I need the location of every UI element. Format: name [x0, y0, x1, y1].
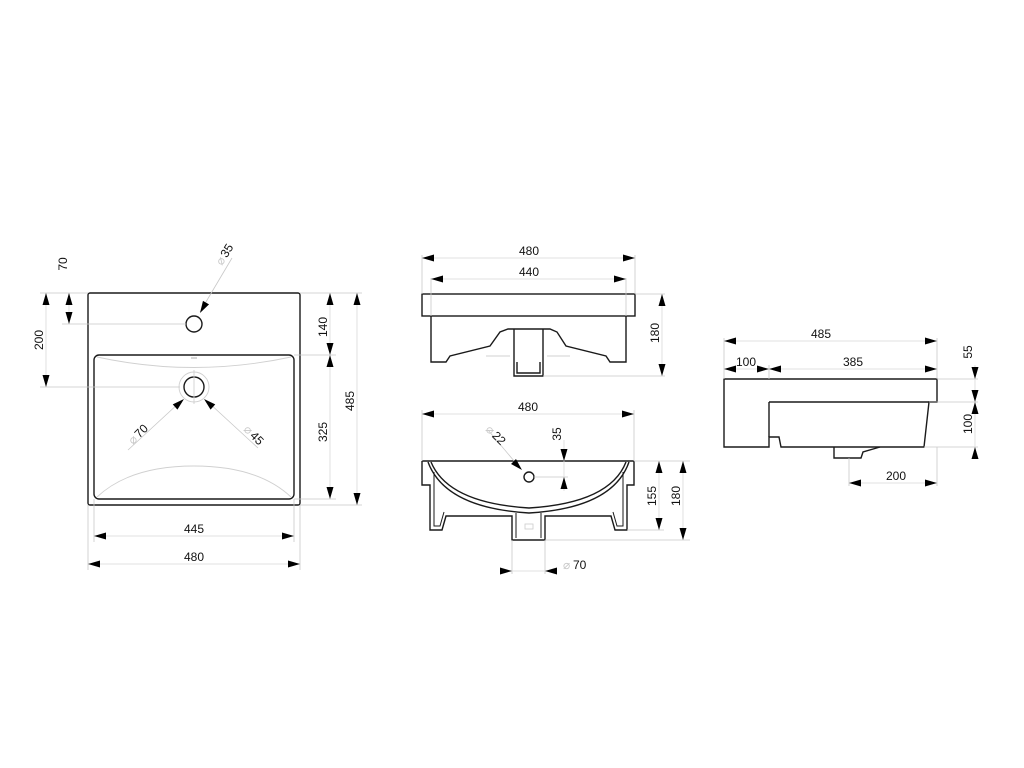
top-view: 70 200 140 325 485 445 480	[32, 241, 362, 570]
dim-front-bowl-height: 155	[645, 486, 659, 506]
drain-side	[833, 446, 881, 459]
dim-side-body-height: 100	[961, 414, 975, 434]
dim-overflow-from-top: 35	[550, 427, 564, 441]
diameter-symbol: ⌀	[563, 558, 570, 572]
side-view: 485 100 385 55 100 200	[723, 327, 979, 487]
drain-trap-rear	[516, 362, 541, 374]
body-rear	[430, 316, 627, 363]
dim-rear-to-drain: 200	[32, 330, 46, 350]
bowl-curve-outer	[427, 461, 630, 514]
dim-side-rim-height: 55	[961, 345, 975, 359]
dim-rear-to-tap-hole: 70	[56, 257, 70, 271]
dim-bowl-width: 445	[184, 522, 204, 536]
bowl-front-curve	[96, 465, 292, 498]
dim-overall-width: 480	[184, 550, 204, 564]
dim-bowl-depth: 325	[316, 422, 330, 442]
dim-rear-overall-width: 480	[519, 244, 539, 258]
bowl-curve-inner	[430, 461, 627, 509]
diameter-front-drain: 70	[573, 558, 587, 572]
body-side	[723, 378, 938, 448]
dim-side-overall-depth: 485	[811, 327, 831, 341]
dim-rear-height: 180	[648, 323, 662, 343]
rear-view: 480 440 180	[421, 244, 666, 377]
tap-hole	[185, 315, 203, 333]
dim-rear-inner-width: 440	[519, 265, 539, 279]
front-section-view: 480 35 155 180 ⌀ 70 ⌀ 22	[421, 400, 690, 575]
rim-rear	[421, 293, 636, 317]
dim-side-drain-from-front: 200	[886, 469, 906, 483]
drain-pipe-rear	[513, 329, 544, 377]
dim-front-overall-height: 180	[669, 486, 683, 506]
basin-outline-top	[87, 292, 301, 506]
dim-front-overall-width: 480	[518, 400, 538, 414]
dim-side-front-part: 385	[843, 355, 863, 369]
bowl-outline-top	[93, 354, 295, 500]
dim-overall-depth: 485	[343, 391, 357, 411]
shell-outer-front	[421, 461, 635, 541]
dim-side-rear-step: 100	[736, 355, 756, 369]
drain-slot	[524, 523, 534, 530]
dim-rear-to-bowl: 140	[316, 317, 330, 337]
overflow-hole	[523, 471, 535, 483]
bowl-rear-curve	[96, 356, 292, 368]
